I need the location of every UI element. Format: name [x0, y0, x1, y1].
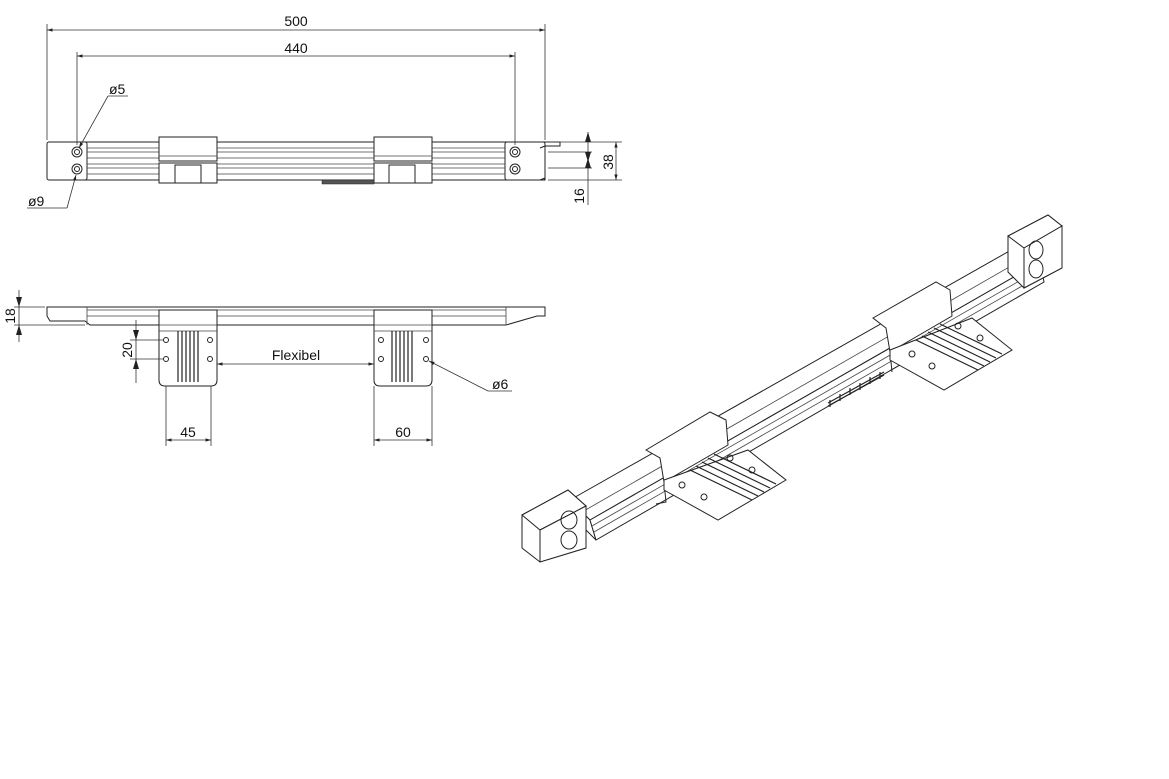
dim-thickness: 18 [2, 308, 18, 324]
dim-hole-spacing: 440 [284, 40, 308, 56]
side-view: 18 20 Flexibel ø6 45 60 [2, 290, 546, 446]
dim-bracket-hole: ø6 [492, 376, 509, 392]
dim-overall-length: 500 [284, 13, 308, 29]
dim-offset: 16 [571, 188, 587, 204]
dim-height: 38 [600, 154, 616, 170]
dim-bracket-width-left: 45 [180, 424, 196, 440]
bracket-right-grille [391, 331, 413, 382]
dim-bracket-width-right: 60 [395, 424, 411, 440]
grille-strip [321, 179, 375, 185]
top-view: 500 440 ø5 ø9 38 16 [27, 13, 622, 209]
dim-large-hole: ø9 [28, 193, 45, 209]
dim-small-hole: ø5 [109, 81, 126, 97]
dim-bracket-hole-pitch: 20 [119, 342, 135, 358]
bracket-left-grille [177, 331, 199, 382]
iso-grille-strip [827, 371, 885, 407]
isometric-view [521, 214, 1063, 563]
label-flexible: Flexibel [272, 347, 320, 363]
